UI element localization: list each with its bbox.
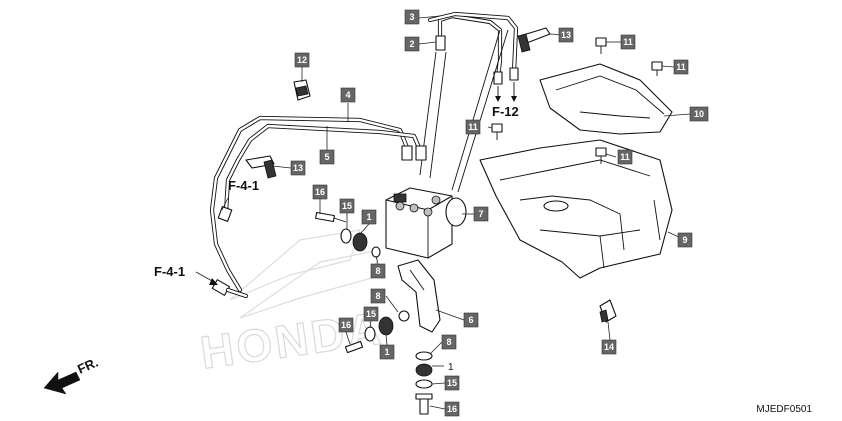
callout-16-c: 16 [444, 401, 460, 417]
ref-f41-upper-arrow [221, 197, 229, 211]
callout-13-upper: 13 [558, 27, 574, 43]
ref-f41-lower-arrowhead [209, 278, 218, 285]
svg-text:3: 3 [409, 12, 414, 22]
callout-9: 9 [677, 232, 693, 248]
svg-text:1: 1 [366, 212, 371, 222]
svg-text:13: 13 [561, 30, 571, 40]
svg-text:1: 1 [384, 347, 389, 357]
svg-text:16: 16 [341, 320, 351, 330]
svg-text:7: 7 [478, 209, 483, 219]
front-arrow-icon [43, 371, 81, 395]
svg-text:10: 10 [694, 109, 704, 119]
svg-text:11: 11 [468, 122, 478, 132]
callout-16-b: 16 [338, 317, 354, 333]
callout-12: 12 [294, 52, 310, 68]
honda-watermark: HONDA [197, 229, 387, 379]
callout-2: 2 [404, 36, 420, 52]
callout-1-c: 1 [448, 362, 454, 373]
callout-11-d: 11 [617, 149, 633, 165]
svg-text:9: 9 [682, 235, 687, 245]
callout-1-b: 1 [379, 344, 395, 360]
ref-f41-upper-label: F-4-1 [228, 178, 259, 193]
pipe-clamp-13-lower [245, 155, 277, 179]
callout-10: 10 [689, 106, 709, 122]
svg-text:13: 13 [293, 163, 303, 173]
svg-text:1: 1 [448, 362, 454, 373]
abs-modulator [385, 187, 467, 259]
svg-text:12: 12 [297, 55, 307, 65]
svg-text:15: 15 [366, 309, 376, 319]
left-brake-pipes [209, 115, 427, 299]
callout-8-b: 8 [370, 288, 386, 304]
front-label: FR. [75, 355, 100, 377]
svg-text:8: 8 [375, 266, 380, 276]
diagram-code: MJEDF0501 [756, 404, 812, 415]
callout-14: 14 [601, 339, 617, 355]
callout-11-c: 11 [465, 119, 481, 135]
svg-text:5: 5 [324, 152, 329, 162]
svg-text:8: 8 [446, 337, 451, 347]
callout-11-a: 11 [620, 34, 636, 50]
callout-1-a: 1 [361, 209, 377, 225]
svg-text:6: 6 [468, 315, 473, 325]
battery-case [479, 139, 673, 279]
svg-text:16: 16 [447, 404, 457, 414]
callout-5: 5 [319, 149, 335, 165]
svg-text:15: 15 [342, 201, 352, 211]
callout-15-c: 15 [444, 375, 460, 391]
svg-text:15: 15 [447, 378, 457, 388]
ref-f41-lower-label: F-4-1 [154, 264, 185, 279]
callout-13-lower: 13 [290, 160, 306, 176]
pipe-clamp-12 [293, 79, 311, 101]
svg-text:4: 4 [345, 90, 350, 100]
watermark-text: HONDA [197, 302, 386, 379]
svg-text:2: 2 [409, 39, 414, 49]
callout-8-a: 8 [370, 263, 386, 279]
callout-7: 7 [473, 206, 489, 222]
svg-text:16: 16 [315, 187, 325, 197]
callout-15-a: 15 [339, 198, 355, 214]
callout-15-b: 15 [363, 306, 379, 322]
battery-cover [539, 63, 673, 135]
clip-14 [599, 299, 617, 323]
svg-text:14: 14 [604, 342, 614, 352]
callout-3: 3 [404, 9, 420, 25]
callout-6: 6 [463, 312, 479, 328]
ref-f12-label: F-12 [492, 104, 519, 119]
callout-4: 4 [340, 87, 356, 103]
callout-16-a: 16 [312, 184, 328, 200]
svg-text:11: 11 [623, 37, 633, 47]
svg-text:11: 11 [676, 62, 686, 72]
svg-text:8: 8 [375, 291, 380, 301]
mounting-hardware [315, 211, 433, 415]
callout-11-b: 11 [673, 59, 689, 75]
modulator-bracket [397, 259, 441, 333]
pipe-clamp-13-upper [517, 27, 551, 53]
callout-8-c: 8 [441, 334, 457, 350]
front-direction-indicator: FR. [43, 355, 100, 395]
callouts: 3 2 13 11 11 12 4 10 11 5 11 13 16 15 1 … [290, 9, 709, 417]
svg-text:11: 11 [620, 152, 630, 162]
